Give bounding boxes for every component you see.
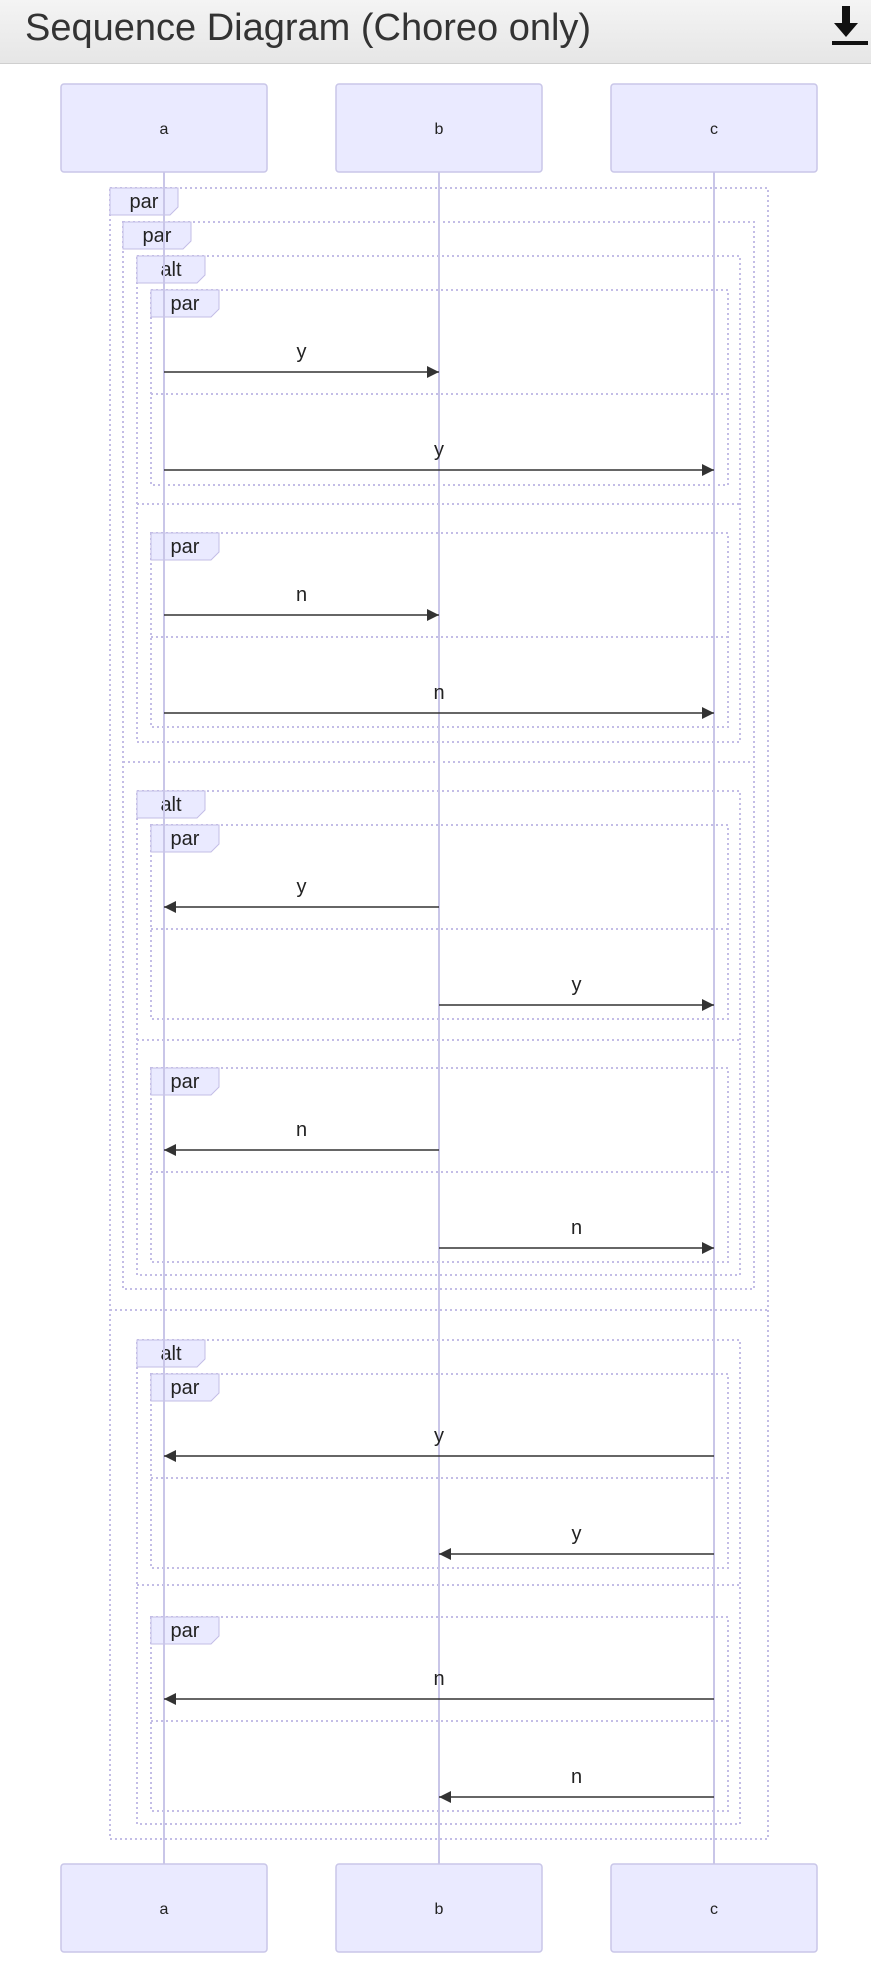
fragment-label-box — [150, 1067, 220, 1096]
actor-label: a — [160, 1901, 169, 1918]
actor-label: b — [435, 1901, 444, 1918]
fragment-par: par — [109, 187, 769, 1840]
lifeline-layer — [163, 172, 715, 1864]
fragment-label: par — [171, 293, 200, 315]
fragment-border — [150, 1067, 729, 1263]
fragment-label: alt — [160, 1343, 182, 1365]
message-label: y — [572, 1523, 582, 1545]
actor-box — [610, 1863, 818, 1953]
actor-label: b — [435, 121, 444, 138]
actor-label: c — [710, 121, 718, 138]
message-c-to-a: y — [164, 1425, 714, 1462]
message-c-to-b: y — [439, 1523, 714, 1560]
fragment-label-box — [150, 1616, 220, 1645]
fragment-label-box — [150, 289, 220, 318]
actor-a-top: a — [60, 83, 268, 173]
actor-label: c — [710, 1901, 718, 1918]
fragment-label-box — [136, 1339, 206, 1368]
message-label: n — [571, 1766, 582, 1788]
page-header: Sequence Diagram (Choreo only) — [0, 0, 871, 64]
actor-layer: a a b b c c — [60, 83, 818, 1953]
message-a-to-b: y — [164, 341, 439, 378]
actor-box — [60, 83, 268, 173]
message-b-to-a: n — [164, 1119, 439, 1156]
fragment-par: par — [150, 1373, 729, 1569]
message-a-to-c: n — [164, 682, 714, 719]
message-c-to-b: n — [439, 1766, 714, 1803]
fragment-border — [150, 1373, 729, 1569]
fragment-label-box — [150, 532, 220, 561]
download-icon — [832, 6, 868, 45]
fragment-label: par — [171, 1071, 200, 1093]
message-label: y — [297, 876, 307, 898]
fragment-border — [150, 824, 729, 1020]
actor-box — [335, 83, 543, 173]
fragment-label-box — [150, 1373, 220, 1402]
fragment-label: par — [171, 1620, 200, 1642]
message-label: n — [296, 1119, 307, 1141]
actor-c-top: c — [610, 83, 818, 173]
message-label: n — [433, 1668, 444, 1690]
message-label: n — [571, 1217, 582, 1239]
fragment-label-box — [136, 790, 206, 819]
fragment-label: par — [171, 536, 200, 558]
message-label: y — [434, 1425, 444, 1447]
actor-label: a — [160, 121, 169, 138]
fragment-label: par — [171, 1377, 200, 1399]
fragment-border — [150, 1616, 729, 1812]
fragment-label-box — [109, 187, 179, 216]
message-label: y — [297, 341, 307, 363]
fragment-par: par — [150, 1616, 729, 1812]
message-layer: y y n n y y n n y y n n — [164, 341, 714, 1803]
message-b-to-a: y — [164, 876, 439, 913]
actor-b-bottom: b — [335, 1863, 543, 1953]
fragment-par: par — [150, 824, 729, 1020]
fragment-label: par — [171, 828, 200, 850]
download-button[interactable] — [826, 0, 871, 56]
fragment-label: alt — [160, 259, 182, 281]
message-label: y — [434, 439, 444, 461]
message-b-to-c: y — [439, 974, 714, 1011]
fragment-label: par — [130, 191, 159, 213]
message-label: n — [433, 682, 444, 704]
message-c-to-a: n — [164, 1668, 714, 1705]
actor-c-bottom: c — [610, 1863, 818, 1953]
fragment-par: par — [150, 1067, 729, 1263]
actor-box — [60, 1863, 268, 1953]
page-title: Sequence Diagram (Choreo only) — [25, 7, 592, 49]
actor-box — [335, 1863, 543, 1953]
fragment-label: par — [143, 225, 172, 247]
fragment-label-box — [136, 255, 206, 284]
actor-a-bottom: a — [60, 1863, 268, 1953]
message-a-to-c: y — [164, 439, 714, 476]
fragment-label-box — [122, 221, 192, 250]
fragment-border — [150, 532, 729, 728]
message-b-to-c: n — [439, 1217, 714, 1254]
actor-box — [610, 83, 818, 173]
actor-b-top: b — [335, 83, 543, 173]
fragment-par: par — [150, 532, 729, 728]
message-label: n — [296, 584, 307, 606]
fragment-label: alt — [160, 794, 182, 816]
fragment-label-box — [150, 824, 220, 853]
message-a-to-b: n — [164, 584, 439, 621]
message-label: y — [572, 974, 582, 996]
